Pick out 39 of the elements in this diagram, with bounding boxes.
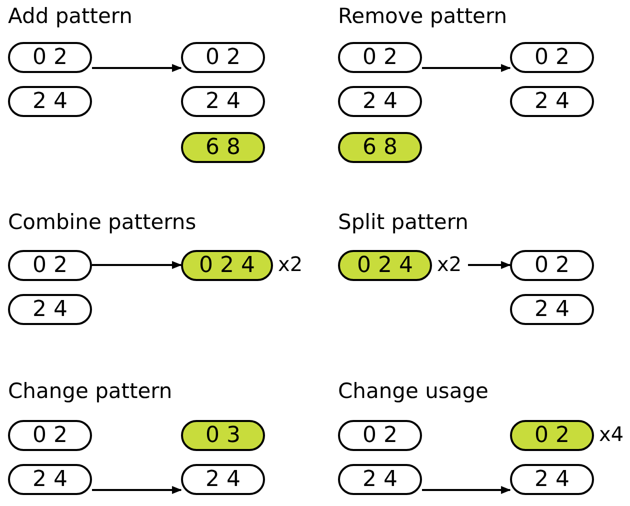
pattern-pill: 2 4 xyxy=(181,86,265,117)
arrow xyxy=(92,261,182,269)
pattern-pill: 2 4 xyxy=(510,464,594,495)
pattern-pill: 2 4 xyxy=(8,464,92,495)
pattern-pill: 0 2 xyxy=(181,42,265,73)
pattern-pill: 0 2 xyxy=(8,42,92,73)
highlighted-pattern-pill: 6 8 xyxy=(181,132,265,163)
pattern-pill: 0 2 xyxy=(510,250,594,281)
pattern-pill: 0 2 xyxy=(338,420,422,451)
multiplier-label: x2 xyxy=(278,252,303,276)
pattern-pill: 2 4 xyxy=(338,464,422,495)
panel-title: Add pattern xyxy=(8,4,132,28)
arrow xyxy=(92,64,182,72)
multiplier-label: x4 xyxy=(599,422,624,446)
pattern-pill: 0 2 xyxy=(510,42,594,73)
multiplier-label: x2 xyxy=(437,252,462,276)
pattern-pill: 2 4 xyxy=(338,86,422,117)
arrow xyxy=(468,261,511,269)
highlighted-pattern-pill: 0 2 4 xyxy=(338,250,432,281)
pattern-pill: 2 4 xyxy=(8,86,92,117)
pattern-pill: 2 4 xyxy=(181,464,265,495)
pattern-pill: 0 2 xyxy=(8,250,92,281)
pattern-pill: 0 2 xyxy=(338,42,422,73)
pattern-pill: 0 2 xyxy=(8,420,92,451)
highlighted-pattern-pill: 0 2 xyxy=(510,420,594,451)
pattern-pill: 2 4 xyxy=(510,294,594,325)
highlighted-pattern-pill: 6 8 xyxy=(338,132,422,163)
highlighted-pattern-pill: 0 3 xyxy=(181,420,265,451)
panel-title: Split pattern xyxy=(338,210,468,234)
panel-title: Change pattern xyxy=(8,379,172,403)
arrow xyxy=(422,486,511,494)
highlighted-pattern-pill: 0 2 4 xyxy=(181,250,273,281)
arrow xyxy=(92,486,182,494)
panel-title: Remove pattern xyxy=(338,4,508,28)
pattern-pill: 2 4 xyxy=(8,294,92,325)
arrow xyxy=(422,64,511,72)
panel-title: Combine patterns xyxy=(8,210,196,234)
panel-title: Change usage xyxy=(338,379,488,403)
pattern-pill: 2 4 xyxy=(510,86,594,117)
